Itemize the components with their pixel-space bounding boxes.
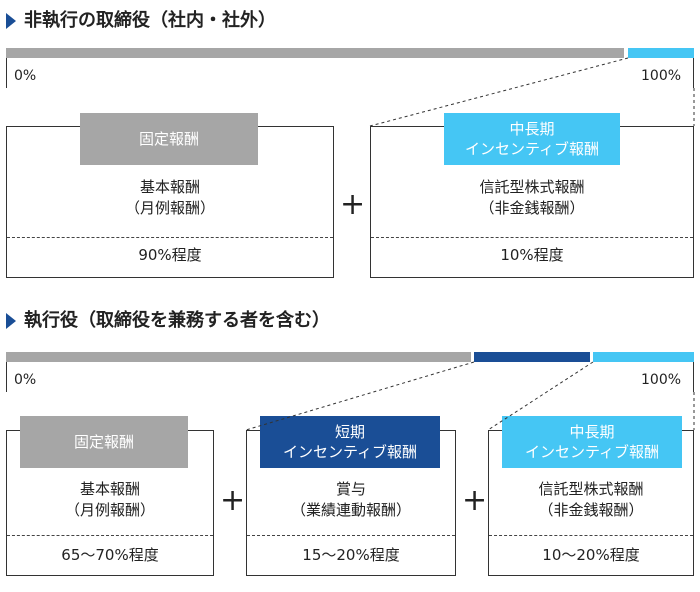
section2-label-short-term: 短期 インセンティブ報酬 <box>260 416 440 468</box>
section-marker-icon <box>6 13 16 29</box>
box-body: 賞与 （業績連動報酬） <box>247 479 455 521</box>
label-line: 固定報酬 <box>73 433 134 451</box>
box-body: 基本報酬 （月例報酬） <box>7 177 333 219</box>
section1-axis <box>6 58 694 88</box>
box-body: 信託型株式報酬 （非金銭報酬） <box>489 479 693 521</box>
section2-tick-end: 100% <box>641 372 682 388</box>
label-line: 中長期 <box>569 423 615 441</box>
label-line: 固定報酬 <box>138 130 199 148</box>
label-line: インセンティブ報酬 <box>524 443 660 461</box>
box-divider <box>7 535 213 536</box>
body-line: 基本報酬 <box>139 178 200 196</box>
label-line: インセンティブ報酬 <box>282 443 418 461</box>
section1-tick-end: 100% <box>641 68 682 84</box>
box-share: 65〜70%程度 <box>61 546 159 564</box>
box-share: 90%程度 <box>138 246 202 264</box>
box-share: 15〜20%程度 <box>302 546 400 564</box>
box-body: 基本報酬 （月例報酬） <box>7 479 213 521</box>
section2-plus-operator-2: + <box>462 483 488 518</box>
body-line: （非金銭報酬） <box>479 199 585 217</box>
section1-label-fixed: 固定報酬 <box>80 113 258 165</box>
section2-bar-fixed <box>6 352 471 362</box>
body-line: 信託型株式報酬 <box>479 178 585 196</box>
section2-axis <box>6 362 694 392</box>
section2-bar-short-term <box>474 352 590 362</box>
body-line: （月例報酬） <box>124 199 215 217</box>
body-line: （月例報酬） <box>64 501 155 519</box>
body-line: 信託型株式報酬 <box>538 480 644 498</box>
section1-tick-start: 0% <box>14 68 37 84</box>
box-divider <box>489 535 693 536</box>
label-line: 短期 <box>334 423 365 441</box>
label-line: インセンティブ報酬 <box>464 140 600 158</box>
box-divider <box>247 535 455 536</box>
section2-label-fixed: 固定報酬 <box>20 416 188 468</box>
box-share: 10%程度 <box>500 246 564 264</box>
section1-plus-operator: + <box>340 187 366 222</box>
box-share: 10〜20%程度 <box>542 546 640 564</box>
label-line: 中長期 <box>509 120 555 138</box>
section1-bar-long-term <box>628 48 694 58</box>
body-line: （業績連動報酬） <box>290 501 411 519</box>
section1-label-long-term: 中長期 インセンティブ報酬 <box>444 113 620 165</box>
section-marker-icon <box>6 313 16 329</box>
section2-tick-start: 0% <box>14 372 37 388</box>
box-divider <box>371 237 693 238</box>
body-line: 基本報酬 <box>79 480 140 498</box>
section2-title: 執行役（取締役を兼務する者を含む） <box>24 310 330 331</box>
box-body: 信託型株式報酬 （非金銭報酬） <box>371 177 693 219</box>
body-line: （非金銭報酬） <box>538 501 644 519</box>
section1-bar-fixed <box>6 48 624 58</box>
section2-plus-operator-1: + <box>220 483 246 518</box>
section2-label-long-term: 中長期 インセンティブ報酬 <box>502 416 682 468</box>
section1-box-long-term: 信託型株式報酬 （非金銭報酬） 10%程度 <box>370 126 694 278</box>
section2-bar-long-term <box>593 352 694 362</box>
section1-title: 非執行の取締役（社内・社外） <box>24 10 276 31</box>
body-line: 賞与 <box>335 480 366 498</box>
box-divider <box>7 237 333 238</box>
